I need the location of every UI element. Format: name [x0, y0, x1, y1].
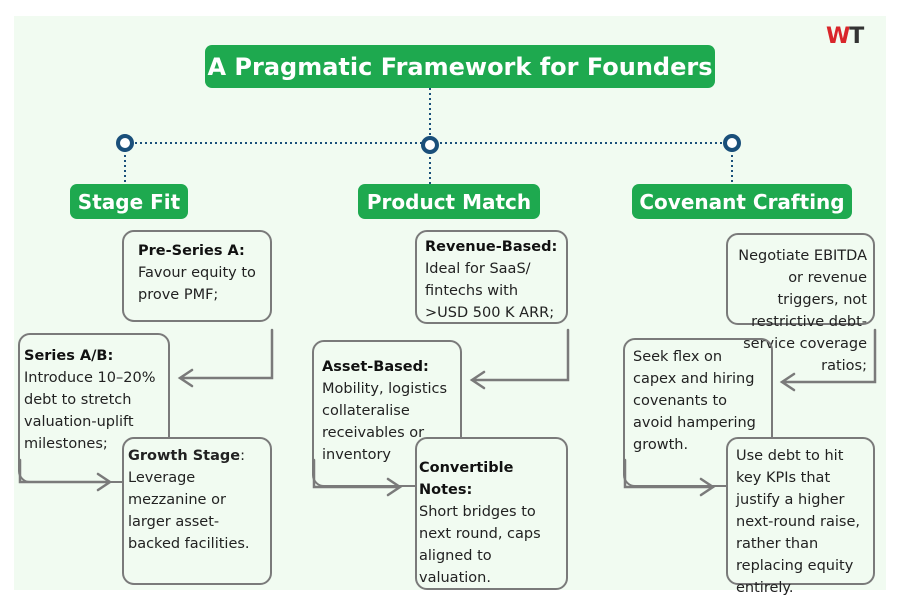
node-covenant-crafting	[723, 134, 741, 152]
card-text: Negotiate EBITDA or revenue triggers, no…	[738, 248, 867, 374]
card-text: Introduce 10–20% debt to stretch valuati…	[24, 370, 156, 452]
card-seek-flex: Seek flex on capex and hiring covenants …	[623, 338, 773, 487]
card-asset-based: Asset-Based: Mobility, logistics collater…	[312, 340, 462, 487]
arrow-3	[469, 328, 570, 390]
card-label: Series A/B:	[24, 348, 114, 364]
card-text: Mobility, logistics collateralise receiv…	[322, 381, 448, 463]
card-pre-series-a: Pre-Series A: Favour equity to prove PMF;	[122, 230, 272, 322]
card-text: Seek flex on capex and hiring covenants …	[633, 349, 756, 453]
heading-stage-fit: Stage Fit	[70, 184, 188, 219]
arrow-4	[312, 458, 403, 497]
card-convertible-notes: Convertible Notes: Short bridges to next …	[415, 437, 568, 590]
card-label: Revenue-Based:	[425, 239, 558, 255]
card-label-suffix: :	[240, 448, 245, 464]
arrow-6	[623, 458, 716, 497]
card-text: Use debt to hit key KPIs that justify a …	[736, 448, 861, 596]
arrow-5	[779, 328, 877, 392]
node-product-match	[421, 136, 439, 154]
card-text: Leverage mezzanine or larger asset-backe…	[128, 470, 250, 552]
logo: WT	[826, 24, 864, 49]
card-revenue-based: Revenue-Based: Ideal for SaaS/ fintechs w…	[415, 230, 568, 324]
card-label: Convertible Notes:	[419, 460, 514, 498]
card-label: Growth Stage	[128, 448, 241, 464]
card-negotiate: Negotiate EBITDA or revenue triggers, no…	[726, 233, 875, 374]
node-stage-fit	[116, 134, 134, 152]
card-text: Favour equity to prove PMF;	[138, 265, 256, 303]
card-label: Pre-Series A:	[138, 243, 245, 259]
card-growth-stage: Growth Stage: Leverage mezzanine or large…	[122, 437, 272, 585]
arrow-1	[177, 328, 274, 388]
heading-product-match: Product Match	[358, 184, 540, 219]
card-use-debt: Use debt to hit key KPIs that justify a …	[726, 437, 875, 596]
card-series-ab: Series A/B: Introduce 10–20% debt to stre…	[18, 333, 170, 483]
card-text: Ideal for SaaS/ fintechs with >USD 500 K…	[425, 261, 555, 321]
page-title: A Pragmatic Framework for Founders	[205, 45, 715, 88]
card-text: Short bridges to next round, caps aligne…	[419, 504, 541, 586]
heading-covenant-crafting: Covenant Crafting	[632, 184, 852, 219]
card-label: Asset-Based:	[322, 359, 429, 375]
